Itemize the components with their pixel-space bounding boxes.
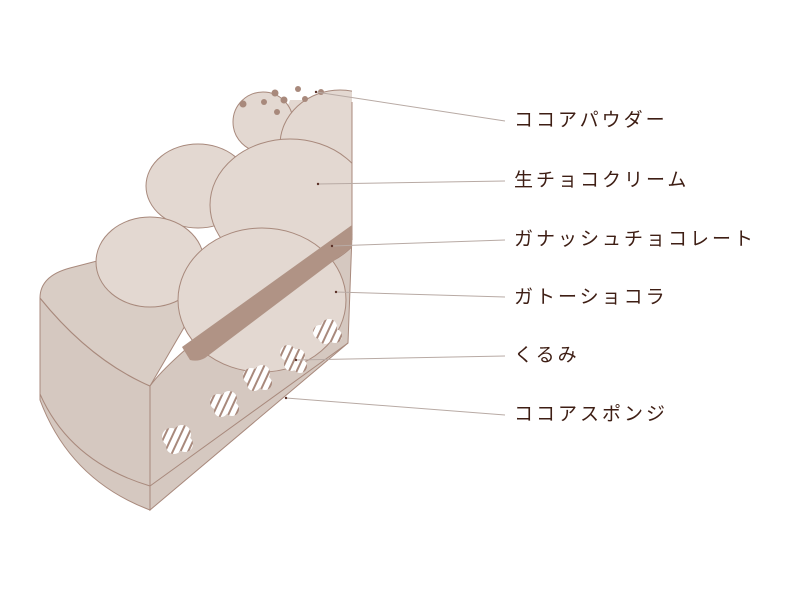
cocoa-powder-dots xyxy=(239,86,324,115)
label-cocoa-sponge: ココアスポンジ xyxy=(514,403,669,425)
sponge-line-side xyxy=(39,393,151,487)
label-chocolate-cream: 生チョコクリーム xyxy=(514,169,690,191)
walnut-pieces xyxy=(162,319,342,454)
label-ganache: ガナッシュチョコレート xyxy=(514,228,757,250)
sponge-line-front xyxy=(149,342,349,487)
label-gateau-chocolat: ガトーショコラ xyxy=(514,286,668,308)
label-cocoa-powder: ココアパウダー xyxy=(514,109,668,131)
leader-lines xyxy=(284,90,506,416)
label-walnut: くるみ xyxy=(514,344,580,366)
ganache-layer xyxy=(182,225,352,361)
